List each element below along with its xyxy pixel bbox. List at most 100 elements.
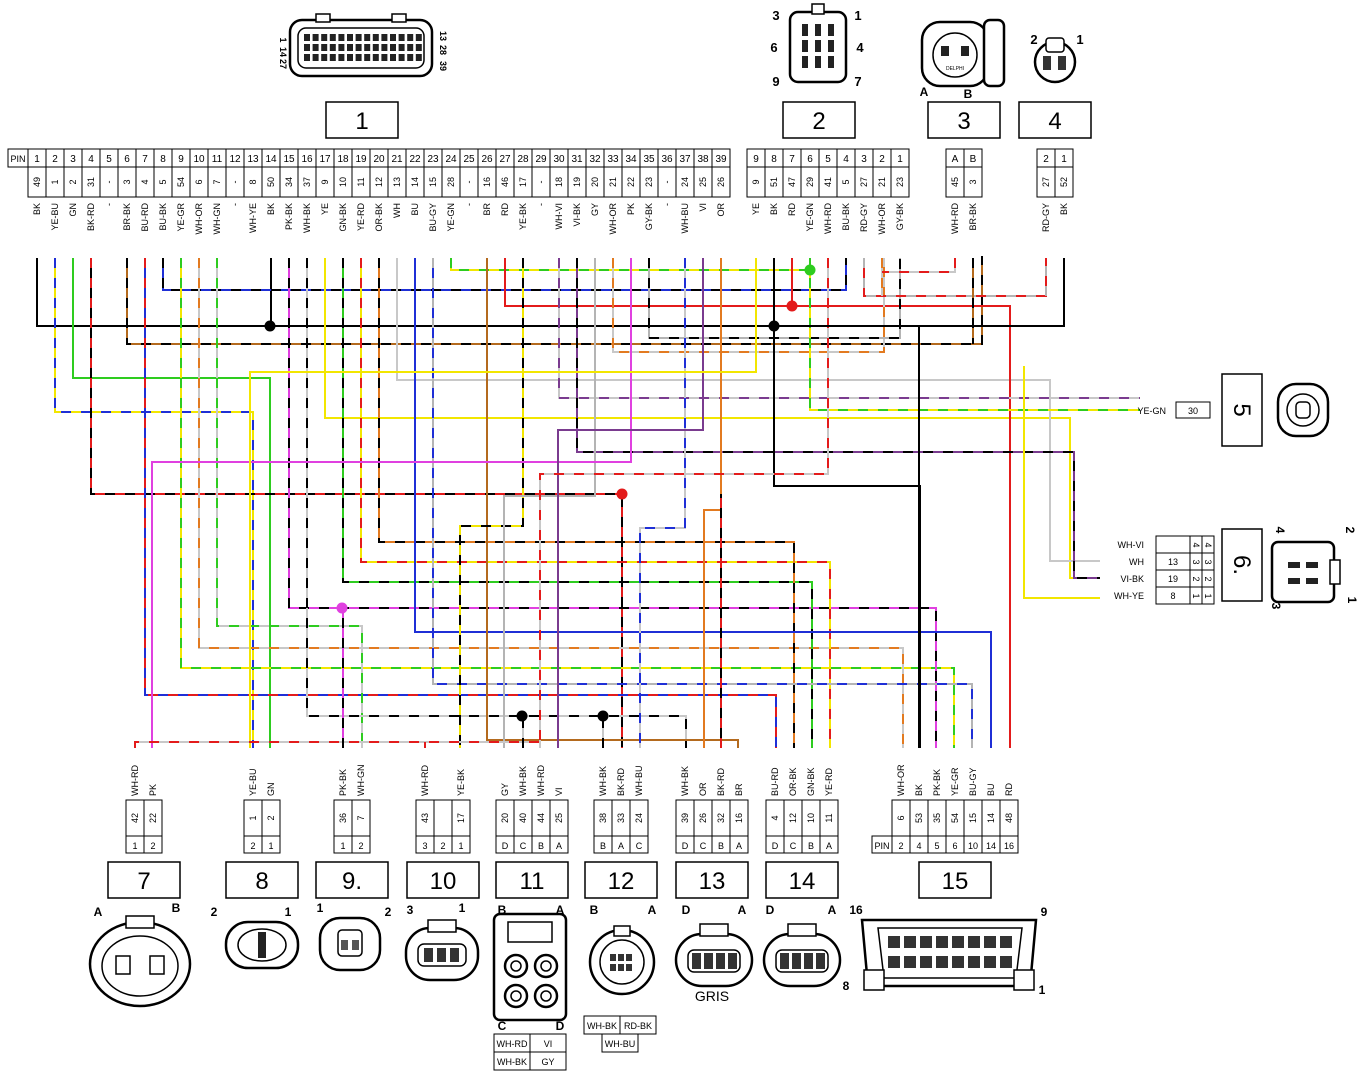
ecu-code: 20 <box>590 177 600 187</box>
wire-path <box>639 258 686 748</box>
wire-path <box>504 258 1011 748</box>
bottom-icon-pin-label: D <box>766 903 775 917</box>
ecu-code: 25 <box>698 177 708 187</box>
connector-12-code: 38 <box>598 813 608 823</box>
c3-number-frame <box>927 101 1001 139</box>
connector-15-pin: 2 <box>898 841 903 851</box>
bottom-icon-pin-label: D <box>556 1019 565 1033</box>
connector-15-code: 15 <box>968 813 978 823</box>
ecu-icon-pin-label: 39 <box>438 61 448 71</box>
ecu-wire-color: - <box>464 203 474 206</box>
connector-10-wire-color: YE-BK <box>456 769 466 796</box>
c4-code: 27 <box>1041 177 1051 187</box>
wire-path-stripe <box>306 258 687 748</box>
c2-icon-pin-label: 6 <box>770 40 777 55</box>
ecu-code: 50 <box>266 177 276 187</box>
ecu-wire-color: WH <box>392 203 402 218</box>
c6-pin-b: 4 <box>1203 542 1213 547</box>
c4-number: 4 <box>1018 101 1092 139</box>
ecu-wire-color: GN <box>68 203 78 217</box>
ecu-code: - <box>104 181 114 184</box>
connector-8-pin: 2 <box>250 841 255 851</box>
connector-9-pin: 2 <box>358 841 363 851</box>
connector-15-pin: 5 <box>934 841 939 851</box>
connector-13-wire-color: WH-BK <box>680 766 690 796</box>
connector-14-pin: D <box>772 841 779 851</box>
bottom-icon-pin-label: C <box>498 1019 507 1033</box>
connector-8-code: 2 <box>266 815 276 820</box>
connector-11-pin: B <box>538 841 544 851</box>
c6-pin-b: 2 <box>1203 576 1213 581</box>
bottom-icon-pin-label: 16 <box>849 903 863 917</box>
ecu-wire-color: OR <box>716 202 726 216</box>
connector-15-wire-color: YE-GR <box>950 767 960 796</box>
ecu-pin: 27 <box>499 154 511 165</box>
ecu-pin: 15 <box>283 154 295 165</box>
ecu-wire-color: WH-BK <box>302 203 312 233</box>
ecu-code: 7 <box>212 179 222 184</box>
ecu-code: 3 <box>122 179 132 184</box>
ecu-wire-color: BK <box>32 203 42 215</box>
c6-pin: 2 <box>1191 576 1201 581</box>
connector-15-pin: 6 <box>952 841 957 851</box>
connector-11-pin-cell <box>549 835 569 854</box>
ecu-wire-color: GY <box>590 203 600 216</box>
c2-wire-color: RD <box>787 203 797 216</box>
ecu-icon-pin-label: 13 <box>438 31 448 41</box>
c3-pin: B <box>970 154 977 165</box>
c11-pin-map-label: WH-BK <box>497 1057 527 1067</box>
ecu-wire-color: PK-BK <box>284 203 294 230</box>
ecu-wire-color: WH-GN <box>212 203 222 235</box>
c5-code-cell <box>1175 401 1211 419</box>
ecu-wire-color: BU-GY <box>428 203 438 232</box>
c5-connector-icon <box>1276 382 1330 438</box>
c6-wire-color: VI-BK <box>1120 574 1144 584</box>
splice-node <box>804 264 816 276</box>
c5-label: 5 <box>1221 373 1263 447</box>
splice-node <box>264 320 276 332</box>
wire-path <box>306 258 687 748</box>
connector-8-wire-color: YE-BU <box>248 768 258 796</box>
ecu-wire-color: YE <box>320 203 330 215</box>
connector-13-wire-color: BK-RD <box>716 767 726 796</box>
bottom-icon-pin-label: 1 <box>317 901 324 915</box>
wire-path-stripe <box>539 258 829 748</box>
ecu-code: 11 <box>356 177 366 186</box>
c2-icon-pin-label: 1 <box>854 8 861 23</box>
connector-11-number: 11 <box>520 868 545 895</box>
ecu-wire-color: GY-BK <box>644 203 654 230</box>
ecu-code: 14 <box>410 177 420 187</box>
c4-pin: 2 <box>1043 154 1049 165</box>
connector-10-code: 17 <box>456 813 466 823</box>
c2-wire-color: BK <box>769 203 779 215</box>
c2-wire-color: YE <box>751 203 761 215</box>
connector-11-pin: A <box>556 841 562 851</box>
connector-13-label: 13 <box>675 861 749 899</box>
ecu-code: 2 <box>68 179 78 184</box>
wire-path-stripe <box>342 258 813 748</box>
ecu-code: 26 <box>716 177 726 187</box>
c2-code: 51 <box>769 177 779 187</box>
connector-10-code-cell <box>433 799 453 837</box>
connector-10-frame <box>406 861 480 899</box>
connector-14-wire-color: GN-BK <box>806 767 816 796</box>
connector-7-wire-color: PK <box>148 784 158 796</box>
c6-code-cell <box>1155 535 1191 554</box>
ecu-code: 13 <box>392 177 402 187</box>
ecu-wire-color: - <box>662 203 672 206</box>
bottom-icon-pin-label: 3 <box>407 903 414 917</box>
wire-path-stripe <box>639 258 686 748</box>
c5-frame <box>1221 373 1263 447</box>
ecu-pin: 18 <box>337 154 349 165</box>
bottom-icon-pin-label: A <box>828 903 837 917</box>
c6-pin: 1 <box>1191 593 1201 598</box>
connector-13-frame <box>675 861 749 899</box>
ecu-wire-color: BR-BK <box>122 203 132 231</box>
connector-14-number: 14 <box>789 868 816 895</box>
connector-11-wire-color: WH-BK <box>518 766 528 796</box>
